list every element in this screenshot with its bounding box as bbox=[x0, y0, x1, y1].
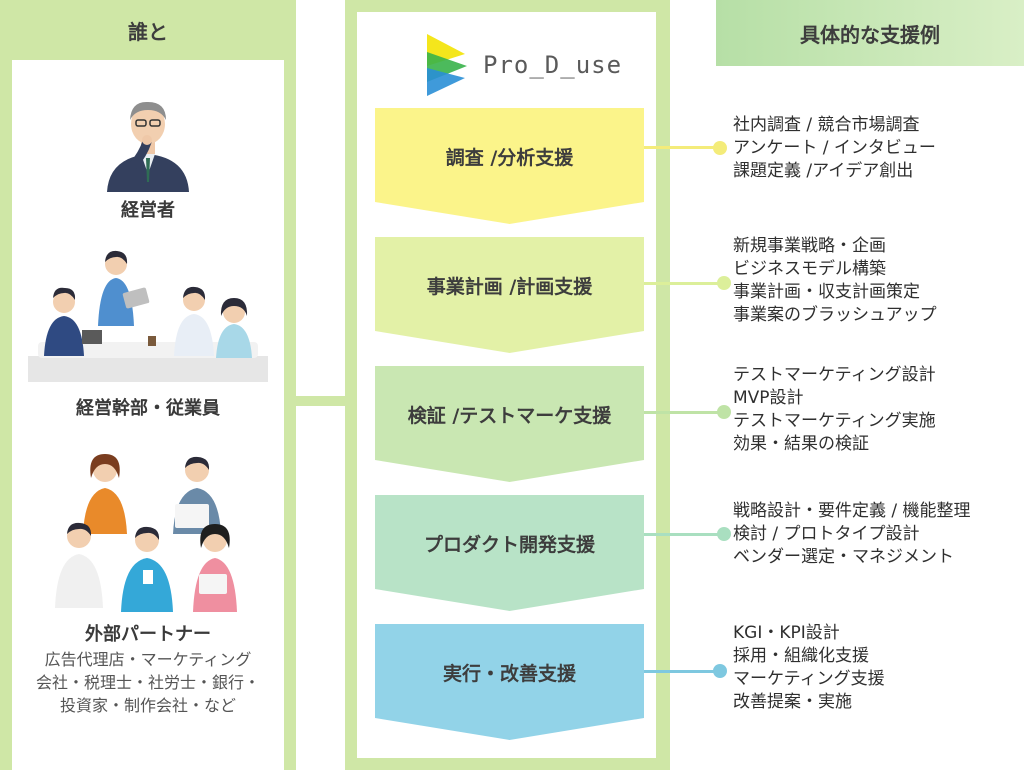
partner-types-line: 投資家・制作会社・など bbox=[59, 696, 236, 715]
example-item: テストマーケティング実施 bbox=[733, 411, 936, 431]
connector-dot bbox=[717, 405, 731, 419]
step-research: 調査 /分析支援 bbox=[375, 108, 644, 224]
group-staff: 経営幹部・従業員 bbox=[12, 246, 284, 420]
example-item: 戦略設計・要件定義 / 機能整理 bbox=[733, 501, 971, 521]
partners-illustration bbox=[55, 454, 237, 612]
executive-illustration bbox=[107, 101, 189, 192]
partner-types-line: 広告代理店・マーケティング bbox=[44, 650, 252, 669]
step-shape bbox=[375, 108, 644, 224]
partner-types: 広告代理店・マーケティング 会社・税理士・社労士・銀行・ 投資家・制作会社・など bbox=[12, 648, 284, 717]
example-item: MVP設計 bbox=[733, 388, 804, 408]
step-label: 調査 /分析支援 bbox=[445, 146, 574, 169]
step-label: 検証 /テストマーケ支援 bbox=[407, 404, 612, 427]
connector-line bbox=[644, 411, 720, 414]
example-item: 改善提案・実施 bbox=[733, 692, 852, 712]
example-item: 社内調査 / 競合市場調査 bbox=[733, 115, 920, 135]
examples-header: 具体的な支援例 bbox=[716, 0, 1024, 66]
example-item: 課題定義 /アイデア創出 bbox=[733, 161, 914, 181]
example-item: アンケート / インタビュー bbox=[733, 138, 936, 158]
connector-dot bbox=[717, 276, 731, 290]
example-item: 検討 / プロトタイプ設計 bbox=[733, 524, 920, 544]
logo-mark-icon bbox=[427, 34, 467, 96]
example-item: 採用・組織化支援 bbox=[733, 646, 869, 666]
connector-line bbox=[644, 533, 720, 536]
example-item: テストマーケティング設計 bbox=[733, 365, 936, 385]
staff-meeting-illustration bbox=[28, 250, 268, 382]
group-label: 経営者 bbox=[121, 200, 175, 221]
step-verification: 検証 /テストマーケ支援 bbox=[375, 366, 644, 482]
step-label: プロダクト開発支援 bbox=[423, 533, 595, 556]
connector-line bbox=[644, 282, 720, 285]
step-label: 事業計画 /計画支援 bbox=[426, 275, 593, 298]
example-item: KGI・KPI設計 bbox=[733, 623, 840, 643]
example-item: 事業案のブラッシュアップ bbox=[733, 305, 937, 325]
step-label: 実行・改善支援 bbox=[442, 662, 576, 685]
logo-text: Pro_D_use bbox=[483, 51, 623, 79]
example-item: 事業計画・収支計画策定 bbox=[733, 282, 920, 302]
connector-line bbox=[644, 146, 720, 149]
connector-dot bbox=[713, 664, 727, 678]
who-panel: 誰と 経営者 bbox=[0, 0, 296, 770]
partner-types-line: 会社・税理士・社労士・銀行・ bbox=[35, 673, 260, 692]
examples-product-dev: 戦略設計・要件定義 / 機能整理 検討 / プロトタイプ設計 ベンダー選定・マネ… bbox=[733, 500, 971, 569]
step-shape bbox=[375, 495, 644, 611]
example-item: 新規事業戦略・企画 bbox=[733, 236, 886, 256]
example-item: ベンダー選定・マネジメント bbox=[733, 547, 954, 567]
examples-execution: KGI・KPI設計 採用・組織化支援 マーケティング支援 改善提案・実施 bbox=[733, 622, 885, 714]
who-header: 誰と bbox=[128, 19, 168, 44]
example-item: ビジネスモデル構築 bbox=[733, 259, 886, 279]
examples-planning: 新規事業戦略・企画 ビジネスモデル構築 事業計画・収支計画策定 事業案のブラッシ… bbox=[733, 235, 937, 327]
left-center-connector bbox=[296, 396, 345, 406]
examples-research: 社内調査 / 競合市場調査 アンケート / インタビュー 課題定義 /アイデア創… bbox=[733, 114, 936, 183]
connector-dot bbox=[713, 141, 727, 155]
connector-dot bbox=[717, 527, 731, 541]
group-label: 外部パートナー bbox=[85, 624, 211, 645]
group-label: 経営幹部・従業員 bbox=[76, 398, 220, 419]
step-shape bbox=[375, 624, 644, 740]
step-product-dev: プロダクト開発支援 bbox=[375, 495, 644, 611]
who-panel-inner: 経営者 bbox=[12, 60, 284, 770]
group-partners: 外部パートナー 広告代理店・マーケティング 会社・税理士・社労士・銀行・ 投資家… bbox=[12, 448, 284, 717]
group-executive: 経営者 bbox=[12, 96, 284, 222]
examples-verification: テストマーケティング設計 MVP設計 テストマーケティング実施 効果・結果の検証 bbox=[733, 364, 936, 456]
step-planning: 事業計画 /計画支援 bbox=[375, 237, 644, 353]
connector-line bbox=[644, 670, 720, 673]
step-shape bbox=[375, 366, 644, 482]
step-execution: 実行・改善支援 bbox=[375, 624, 644, 740]
step-shape bbox=[375, 237, 644, 353]
example-item: マーケティング支援 bbox=[733, 669, 885, 689]
prodeuse-logo: Pro_D_use bbox=[425, 32, 622, 98]
example-item: 効果・結果の検証 bbox=[733, 434, 869, 454]
